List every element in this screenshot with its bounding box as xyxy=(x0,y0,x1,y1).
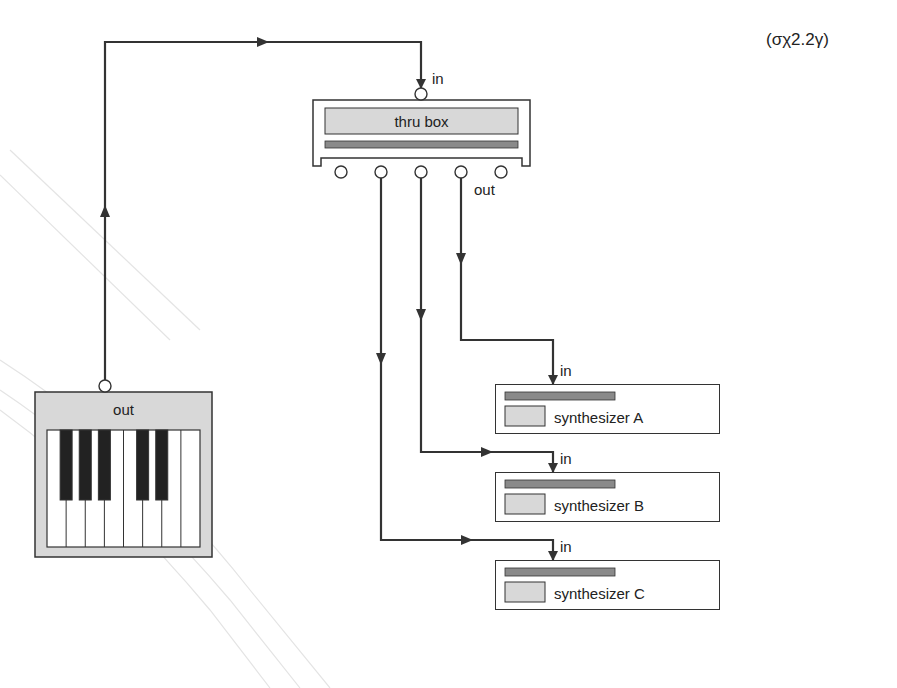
port-label: in xyxy=(558,538,574,555)
port xyxy=(99,380,111,392)
keyboard xyxy=(35,392,212,557)
port xyxy=(375,166,387,178)
keyboard-box: out xyxy=(35,392,212,426)
port xyxy=(415,88,427,100)
port-name: out xyxy=(113,401,134,418)
thru-box-housing xyxy=(313,100,530,166)
device-name: thru box xyxy=(394,113,448,130)
device-name: synthesizer A xyxy=(554,409,643,426)
midi-cable xyxy=(381,178,553,560)
port-label: in xyxy=(558,450,574,467)
synthesizer-box: synthesizer B xyxy=(495,472,720,522)
thru-box: thru box xyxy=(325,108,518,134)
port-label: in xyxy=(430,70,446,87)
flow-arrow xyxy=(456,253,466,265)
flow-arrow xyxy=(461,535,473,545)
flow-arrow xyxy=(257,37,269,47)
device-name: synthesizer C xyxy=(554,585,645,602)
port-label: out xyxy=(472,181,497,198)
port xyxy=(495,166,507,178)
device-name: synthesizer B xyxy=(554,497,644,514)
midi-cable xyxy=(461,178,553,384)
synthesizer-box: synthesizer C xyxy=(495,560,720,610)
port-label: in xyxy=(558,362,574,379)
midi-cable xyxy=(421,178,553,472)
background-lines xyxy=(0,150,330,688)
midi-cable xyxy=(105,42,421,380)
flow-arrow xyxy=(376,353,386,365)
flow-arrow xyxy=(100,205,110,217)
flow-arrow xyxy=(416,309,426,321)
flow-arrow xyxy=(481,447,493,457)
port xyxy=(335,166,347,178)
synthesizer-box: synthesizer A xyxy=(495,384,720,434)
port xyxy=(455,166,467,178)
figure-caption: (σχ2.2γ) xyxy=(766,30,829,50)
port xyxy=(415,166,427,178)
